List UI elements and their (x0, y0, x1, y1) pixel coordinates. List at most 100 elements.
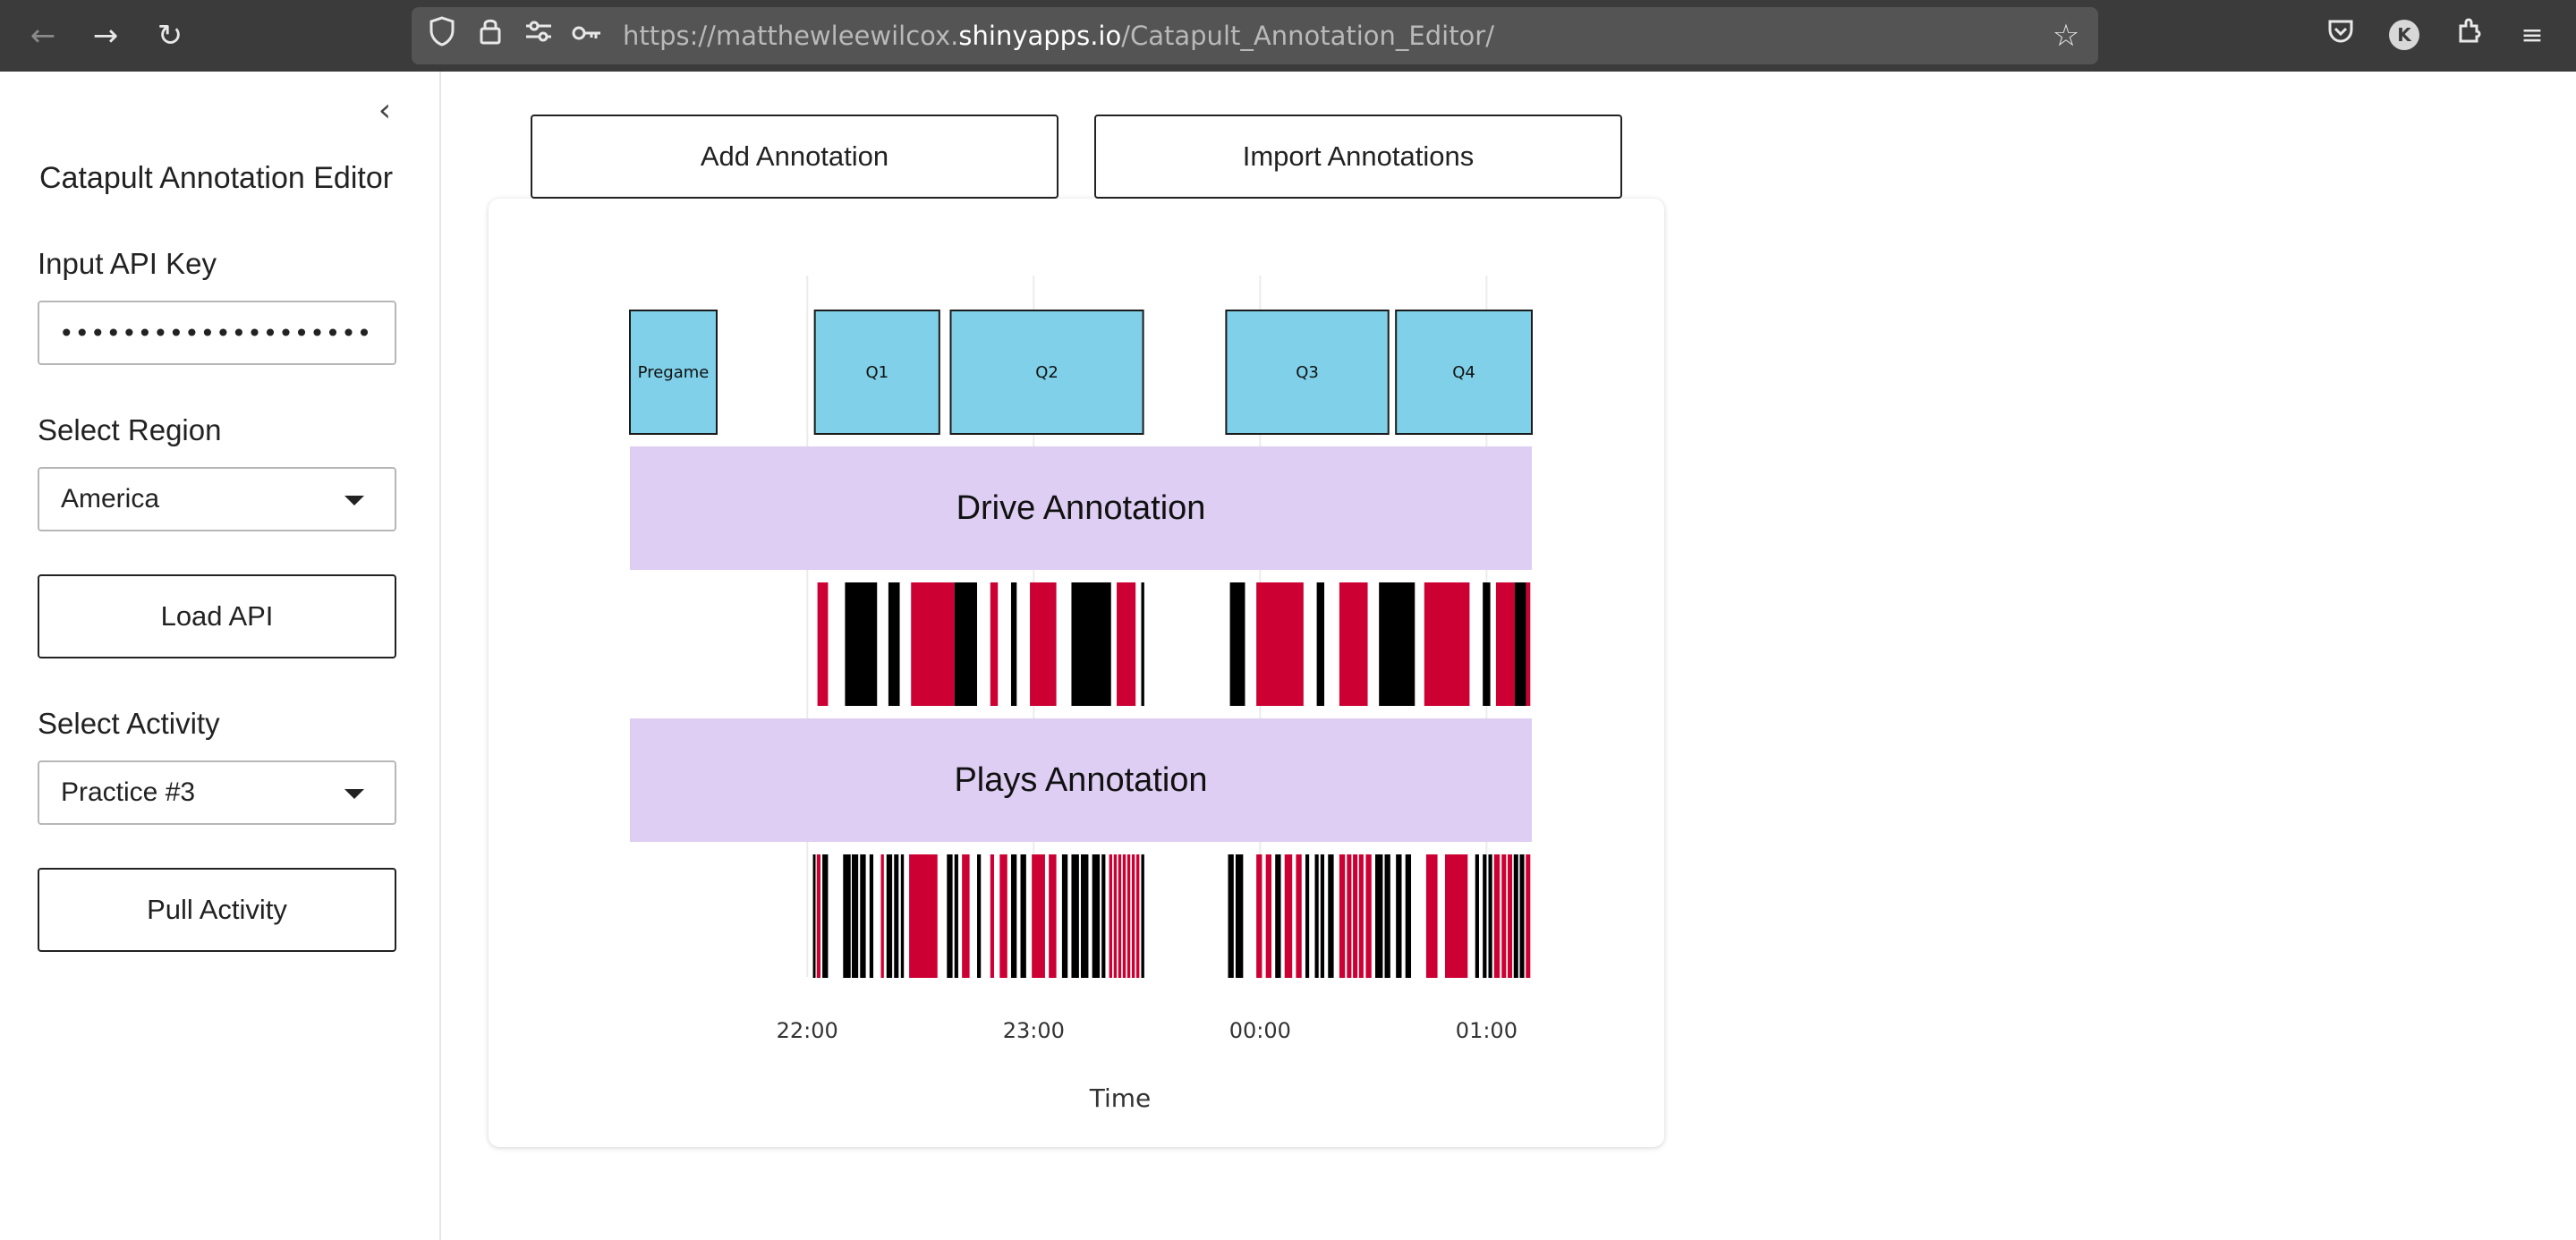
play-segment[interactable] (1483, 854, 1487, 978)
play-segment[interactable] (1365, 854, 1372, 978)
play-segment[interactable] (1275, 854, 1281, 978)
play-segment[interactable] (1353, 854, 1358, 978)
play-segment[interactable] (869, 854, 874, 978)
add-annotation-button[interactable]: Add Annotation (531, 115, 1058, 199)
play-segment[interactable] (1071, 854, 1079, 978)
play-segment[interactable] (1347, 854, 1352, 978)
play-segment[interactable] (1126, 854, 1131, 978)
drive-segment[interactable] (1010, 582, 1017, 706)
drive-segment[interactable] (1483, 582, 1491, 706)
play-segment[interactable] (1493, 854, 1501, 978)
url-bar[interactable]: https://matthewleewilcox.shinyapps.io/Ca… (412, 7, 2098, 64)
play-segment[interactable] (1101, 854, 1106, 978)
play-segment[interactable] (1508, 854, 1513, 978)
play-segment[interactable] (1488, 854, 1492, 978)
url-text[interactable]: https://matthewleewilcox.shinyapps.io/Ca… (623, 7, 1494, 64)
play-segment[interactable] (1235, 854, 1244, 978)
play-segment[interactable] (954, 854, 958, 978)
lock-icon[interactable] (471, 16, 510, 55)
period-box[interactable] (629, 310, 718, 435)
drive-segment[interactable] (911, 582, 955, 706)
collapse-sidebar-chevron-icon[interactable]: ‹ (378, 92, 392, 129)
play-segment[interactable] (1475, 854, 1479, 978)
drive-segment[interactable] (1526, 582, 1531, 706)
play-segment[interactable] (999, 854, 1007, 978)
play-segment[interactable] (1314, 854, 1319, 978)
play-segment[interactable] (1049, 854, 1057, 978)
play-segment[interactable] (1284, 854, 1293, 978)
activity-select[interactable]: Practice #3 (38, 760, 396, 825)
drive-segment[interactable] (1071, 582, 1111, 706)
drive-segment[interactable] (817, 582, 829, 706)
play-segment[interactable] (962, 854, 970, 978)
drive-segment[interactable] (1256, 582, 1304, 706)
play-segment[interactable] (1384, 854, 1390, 978)
play-segment[interactable] (880, 854, 884, 978)
play-segment[interactable] (1374, 854, 1383, 978)
play-segment[interactable] (1135, 854, 1140, 978)
play-segment[interactable] (947, 854, 953, 978)
play-segment[interactable] (1061, 854, 1068, 978)
key-icon[interactable] (567, 16, 607, 55)
period-box[interactable] (813, 310, 940, 435)
play-segment[interactable] (1228, 854, 1234, 978)
play-segment[interactable] (860, 854, 866, 978)
period-box[interactable] (1225, 310, 1390, 435)
forward-arrow-icon[interactable]: → (92, 18, 119, 54)
play-segment[interactable] (1501, 854, 1507, 978)
drive-segment[interactable] (845, 582, 878, 706)
play-segment[interactable] (812, 854, 816, 978)
shield-icon[interactable] (422, 16, 462, 55)
play-segment[interactable] (843, 854, 851, 978)
plays-annotation-band[interactable] (630, 718, 1532, 842)
play-segment[interactable] (1113, 854, 1118, 978)
play-segment[interactable] (1092, 854, 1101, 978)
play-segment[interactable] (1256, 854, 1262, 978)
play-segment[interactable] (900, 854, 905, 978)
play-segment[interactable] (1141, 854, 1144, 978)
play-segment[interactable] (886, 854, 893, 978)
drive-segment[interactable] (1030, 582, 1057, 706)
api-key-input[interactable] (39, 302, 395, 363)
play-segment[interactable] (1122, 854, 1126, 978)
pocket-icon[interactable] (2321, 16, 2360, 55)
extensions-icon[interactable] (2450, 16, 2489, 55)
play-segment[interactable] (1020, 854, 1026, 978)
pull-activity-button[interactable]: Pull Activity (38, 868, 396, 952)
period-box[interactable] (949, 310, 1144, 435)
menu-icon[interactable]: ≡ (2521, 20, 2544, 51)
drive-segment[interactable] (1379, 582, 1416, 706)
load-api-button[interactable]: Load API (38, 574, 396, 658)
drive-segment[interactable] (990, 582, 999, 706)
drive-segment[interactable] (1424, 582, 1470, 706)
drive-segment[interactable] (1515, 582, 1526, 706)
play-segment[interactable] (1358, 854, 1364, 978)
import-annotations-button[interactable]: Import Annotations (1094, 115, 1622, 199)
play-segment[interactable] (1118, 854, 1122, 978)
play-segment[interactable] (851, 854, 859, 978)
play-segment[interactable] (1425, 854, 1438, 978)
play-segment[interactable] (990, 854, 994, 978)
drive-segment[interactable] (888, 582, 900, 706)
back-arrow-icon[interactable]: ← (30, 18, 56, 54)
play-segment[interactable] (1405, 854, 1412, 978)
drive-segment[interactable] (954, 582, 978, 706)
drive-segment[interactable] (1141, 582, 1144, 706)
play-segment[interactable] (1305, 854, 1310, 978)
play-segment[interactable] (1131, 854, 1135, 978)
play-segment[interactable] (977, 854, 982, 978)
period-box[interactable] (1395, 310, 1533, 435)
play-segment[interactable] (1339, 854, 1346, 978)
play-segment[interactable] (1296, 854, 1302, 978)
drive-annotation-band[interactable] (630, 446, 1532, 570)
drive-segment[interactable] (1339, 582, 1368, 706)
play-segment[interactable] (816, 854, 820, 978)
permissions-icon[interactable] (519, 16, 558, 55)
reload-icon[interactable]: ↻ (157, 18, 183, 54)
play-segment[interactable] (1396, 854, 1402, 978)
play-segment[interactable] (894, 854, 899, 978)
play-segment[interactable] (1109, 854, 1113, 978)
play-segment[interactable] (1519, 854, 1525, 978)
play-segment[interactable] (1032, 854, 1045, 978)
